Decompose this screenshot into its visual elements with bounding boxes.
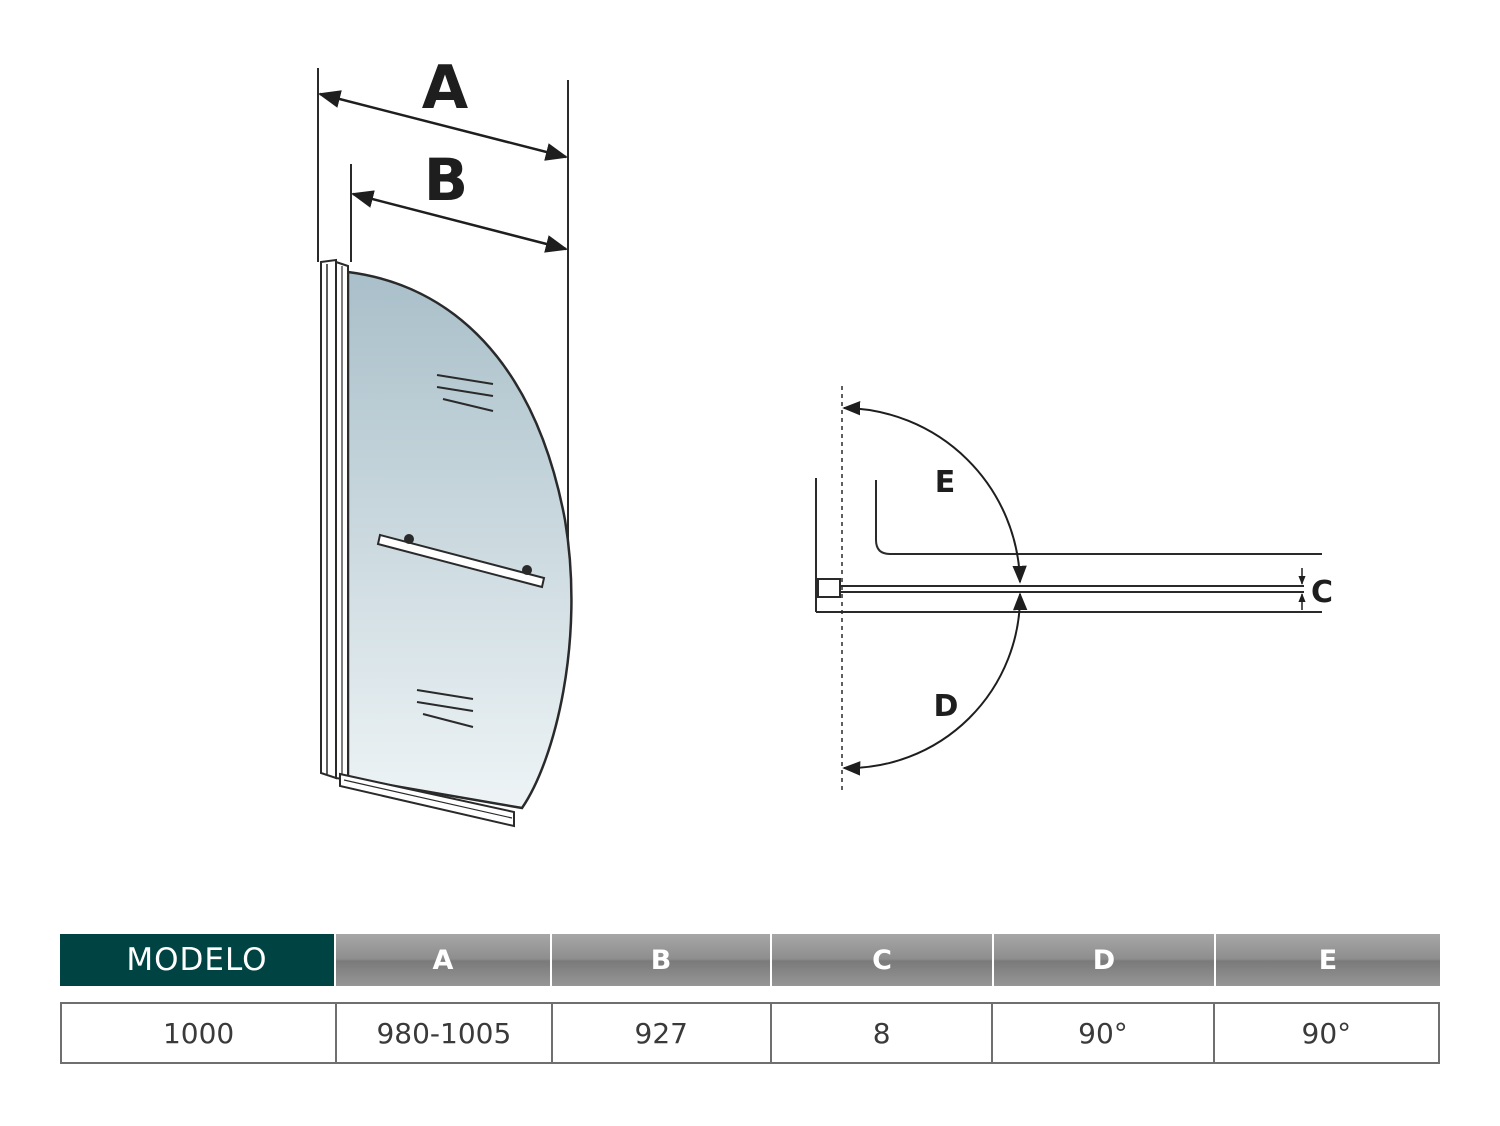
dimension-c-label: C: [1311, 575, 1333, 610]
glass-panel: [346, 270, 573, 810]
value-b: 927: [553, 1004, 772, 1062]
glass-reflection-top: [436, 374, 494, 412]
screen-panel-elevation: A B: [317, 53, 573, 828]
dimension-b-label: B: [424, 146, 468, 214]
specification-table: MODELO A B C D E 1000 980-1005 927 8 90°…: [60, 934, 1440, 1064]
dimension-b-line: [350, 190, 569, 253]
shower-screen-diagram: A B: [317, 53, 1333, 828]
value-a: 980-1005: [337, 1004, 553, 1062]
table-header-row: MODELO A B C D E: [60, 934, 1440, 986]
value-modelo: 1000: [62, 1004, 338, 1062]
wall-profile-plan: [817, 578, 841, 598]
dimension-e-label: E: [935, 465, 956, 500]
header-a: A: [336, 934, 552, 986]
header-e: E: [1216, 934, 1440, 986]
swing-arc-e: [842, 400, 1027, 584]
header-c: C: [772, 934, 994, 986]
table-row: 1000 980-1005 927 8 90° 90°: [60, 1002, 1440, 1064]
dimension-a-label: A: [422, 53, 469, 123]
header-d: D: [994, 934, 1216, 986]
header-b: B: [552, 934, 772, 986]
dimension-d-label: D: [934, 689, 959, 724]
wall-profile: [320, 258, 349, 782]
bottom-seal: [339, 772, 515, 828]
glass-reflection-bottom: [416, 689, 474, 728]
towel-bar-handle: [376, 533, 546, 589]
dimension-a-line: [317, 90, 569, 161]
header-modelo: MODELO: [60, 934, 336, 986]
swing-arc-d: [842, 592, 1028, 776]
value-c: 8: [772, 1004, 994, 1062]
screen-plan-view: C E D: [815, 386, 1333, 790]
value-e: 90°: [1301, 1016, 1352, 1050]
value-d: 90°: [993, 1004, 1215, 1062]
